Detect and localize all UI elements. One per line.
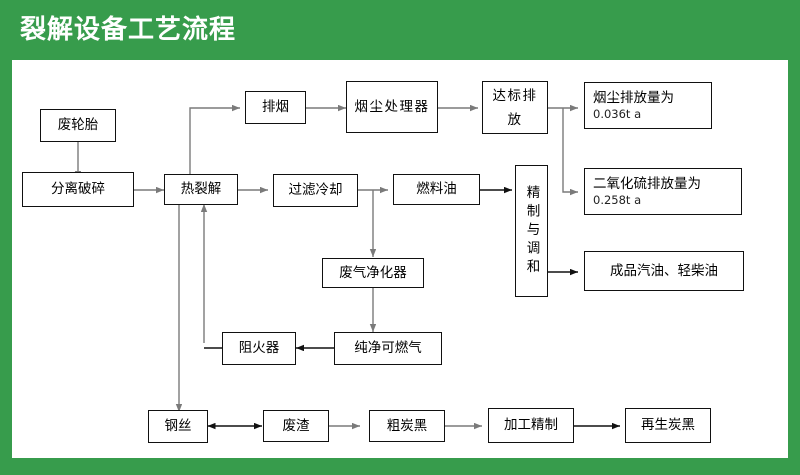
dust-emission-label: 烟尘排放量为 xyxy=(593,89,674,106)
node-waste-tire[interactable]: 废轮胎 xyxy=(40,109,116,142)
node-standard-emission[interactable]: 达标排放 xyxy=(482,81,548,134)
node-filter-cool[interactable]: 过滤冷却 xyxy=(273,174,358,207)
node-crude-carbon[interactable]: 粗炭黑 xyxy=(369,410,445,442)
node-finished-oil[interactable]: 成品汽油、轻柴油 xyxy=(584,251,744,291)
node-flame-arrester[interactable]: 阻火器 xyxy=(222,332,296,365)
node-clean-gas[interactable]: 纯净可燃气 xyxy=(334,332,442,365)
node-gas-purifier[interactable]: 废气净化器 xyxy=(322,258,424,288)
node-process-refine[interactable]: 加工精制 xyxy=(488,408,574,443)
node-dust-treatment[interactable]: 烟尘处理器 xyxy=(346,81,438,133)
diagram-canvas: 废轮胎 分离破碎 热裂解 排烟 烟尘处理器 达标排放 烟尘排放量为 0.036t… xyxy=(12,60,788,458)
node-pyrolysis[interactable]: 热裂解 xyxy=(164,174,238,205)
edge-pyrolysis-to-smoke xyxy=(189,104,240,178)
node-dust-emission[interactable]: 烟尘排放量为 0.036t a xyxy=(584,82,712,129)
node-recycled-carbon[interactable]: 再生炭黑 xyxy=(625,408,711,443)
node-waste-residue[interactable]: 废渣 xyxy=(263,410,329,442)
so2-emission-label: 二氧化硫排放量为 xyxy=(593,175,701,192)
connector-layer xyxy=(74,104,620,430)
node-fuel-oil[interactable]: 燃料油 xyxy=(393,174,480,205)
so2-emission-value: 0.258t a xyxy=(593,192,642,207)
node-steel-wire[interactable]: 钢丝 xyxy=(148,410,208,443)
dust-emission-value: 0.036t a xyxy=(593,106,642,121)
node-so2-emission[interactable]: 二氧化硫排放量为 0.258t a xyxy=(584,168,742,215)
edge-standard-to-so2 xyxy=(562,108,578,196)
node-refine-blend[interactable]: 精制与调和 xyxy=(515,165,548,297)
node-exhaust-smoke[interactable]: 排烟 xyxy=(245,91,306,124)
node-separate-crush[interactable]: 分离破碎 xyxy=(22,172,134,207)
page-title: 裂解设备工艺流程 xyxy=(20,15,237,45)
title-banner: 裂解设备工艺流程 xyxy=(0,0,800,60)
